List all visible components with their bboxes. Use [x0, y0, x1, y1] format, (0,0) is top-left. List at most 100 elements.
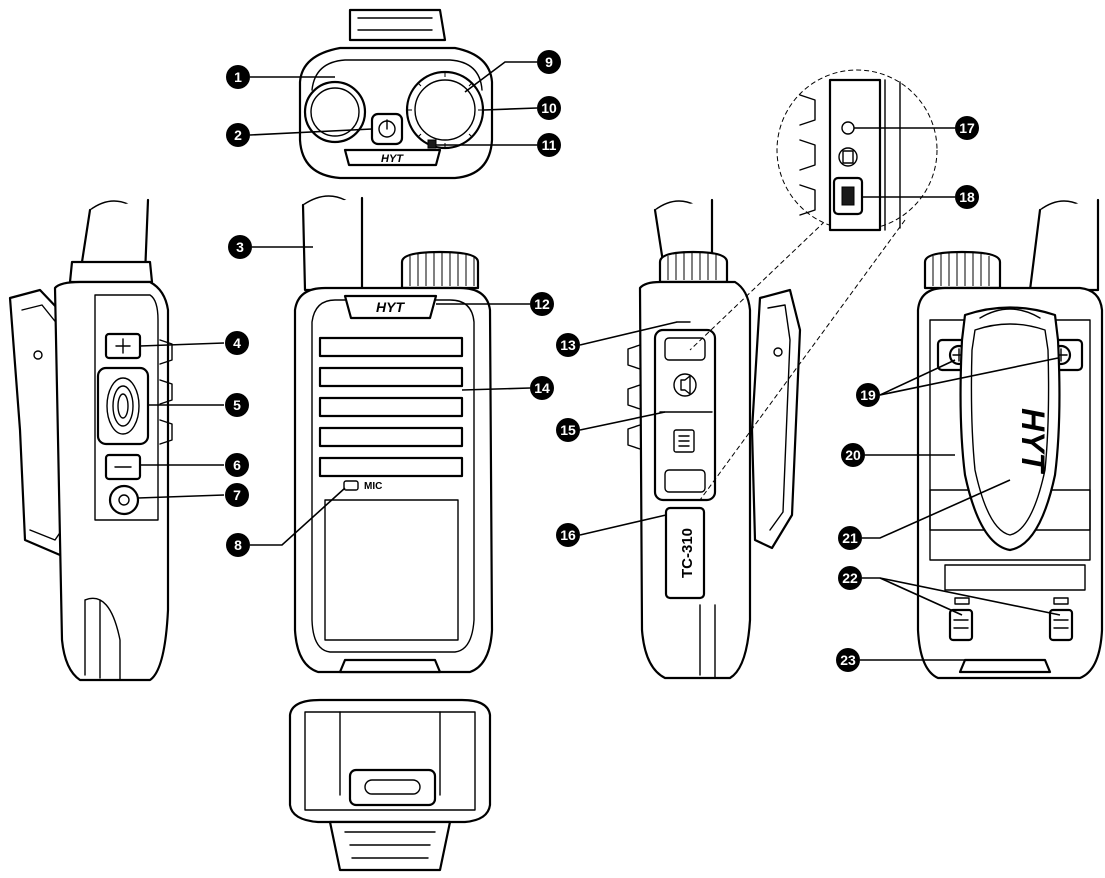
svg-text:5: 5 [233, 397, 241, 413]
callout-4: 4 [225, 331, 249, 355]
battery-groove-2 [944, 564, 1086, 591]
battery-contact-inner [364, 779, 421, 795]
callout-23: 23 [836, 648, 860, 672]
speaker-jack-icon [673, 373, 697, 397]
right-battery-edge [699, 604, 716, 679]
battery-latch-left [948, 608, 974, 642]
svg-text:3: 3 [236, 239, 244, 255]
leader-16 [579, 514, 667, 536]
model-label-plate [664, 506, 706, 600]
jack-screw-slot [842, 150, 854, 164]
leader-lines [137, 61, 1061, 661]
left-side-view [8, 198, 173, 682]
back-view: HYT [916, 198, 1104, 680]
channel-knob-face [414, 79, 476, 141]
leader-15 [579, 411, 666, 431]
callout-20: 20 [841, 443, 865, 467]
usb-port [841, 186, 855, 206]
right-knob-knurl [667, 252, 717, 280]
right-knob-side [658, 250, 729, 284]
svg-text:1: 1 [234, 69, 242, 85]
top-view-ridge [311, 59, 483, 91]
jack-zoom-detail [689, 69, 938, 501]
top-view-clip-ridges [357, 17, 433, 31]
microphone-hole [343, 480, 359, 491]
leader-2 [249, 128, 373, 136]
top-brand-plate [343, 148, 442, 167]
svg-text:18: 18 [959, 189, 975, 205]
back-bottom-latch [958, 658, 1052, 674]
accessory-jack-cover [653, 328, 717, 502]
right-belt-clip-inner [767, 304, 791, 531]
front-antenna [301, 196, 364, 292]
function-key-dot [118, 494, 130, 506]
leader-4 [139, 342, 225, 347]
front-lower-panel [324, 499, 459, 641]
mic-jack-icon [673, 429, 695, 453]
speaker-grille-slot-4 [318, 426, 464, 448]
left-battery-edge [84, 597, 121, 681]
svg-text:7: 7 [233, 487, 241, 503]
svg-text:22: 22 [842, 570, 858, 586]
callout-6: 6 [225, 453, 249, 477]
front-bottom-latch [338, 658, 442, 674]
battery-latch-right-grip [1053, 619, 1069, 629]
leader-10 [483, 107, 538, 111]
front-brand-plate [343, 294, 438, 320]
battery-latch-right [1048, 608, 1074, 642]
callout-13: 13 [556, 333, 580, 357]
leader-22b [879, 577, 1061, 616]
left-side-ribs [159, 339, 173, 445]
left-side-panel [94, 294, 159, 521]
svg-text:19: 19 [860, 387, 876, 403]
leader-13 [579, 321, 678, 346]
front-view: HYT MIC [293, 195, 494, 674]
bottom-view-grooves [339, 711, 441, 796]
ptt-key [96, 366, 150, 446]
callout-7: 7 [225, 483, 249, 507]
right-belt-clip [750, 288, 802, 550]
svg-text:16: 16 [560, 527, 576, 543]
svg-text:20: 20 [845, 447, 861, 463]
speaker-grille-slot-5 [318, 456, 464, 478]
leader-7 [137, 494, 225, 499]
leader-14 [461, 387, 531, 391]
callout-11: 11 [537, 133, 561, 157]
zoom-ribs [799, 94, 816, 216]
svg-text:4: 4 [233, 335, 241, 351]
back-antenna [1028, 198, 1100, 292]
battery-latch-right-icon [1053, 597, 1069, 605]
callout-2: 2 [226, 123, 250, 147]
model-label-text: TC-310 [679, 528, 696, 578]
led-indicator [427, 139, 437, 149]
svg-text:21: 21 [842, 530, 858, 546]
leader-19b [879, 357, 1059, 396]
callout-22: 22 [838, 566, 862, 590]
antenna-base [303, 80, 367, 144]
cover-bottom-tab [664, 469, 706, 493]
front-brand-text: HYT [376, 299, 405, 315]
cover-top-tab [664, 337, 706, 361]
back-belt-clip-inner [970, 323, 1050, 536]
callout-17: 17 [955, 116, 979, 140]
callout-21: 21 [838, 526, 862, 550]
leader-19a [879, 359, 956, 396]
callout-16: 16 [556, 523, 580, 547]
speaker-grille-slot-2 [318, 366, 464, 388]
antenna-base-ring [310, 87, 360, 137]
svg-text:12: 12 [534, 296, 550, 312]
jack-screw-icon [838, 147, 858, 167]
bottom-view-clip [328, 820, 452, 872]
mic-glyph [678, 435, 690, 447]
svg-text:2: 2 [234, 127, 242, 143]
callout-1: 1 [226, 65, 250, 89]
svg-text:10: 10 [541, 100, 557, 116]
zoom-connector-1 [689, 204, 843, 351]
leader-8 [250, 487, 346, 546]
callout-9: 9 [537, 50, 561, 74]
leader-9 [464, 61, 537, 93]
front-knob-side [400, 250, 480, 290]
top-view-belt-clip [348, 8, 447, 42]
back-clip-brand-text: HYT [1015, 408, 1051, 474]
